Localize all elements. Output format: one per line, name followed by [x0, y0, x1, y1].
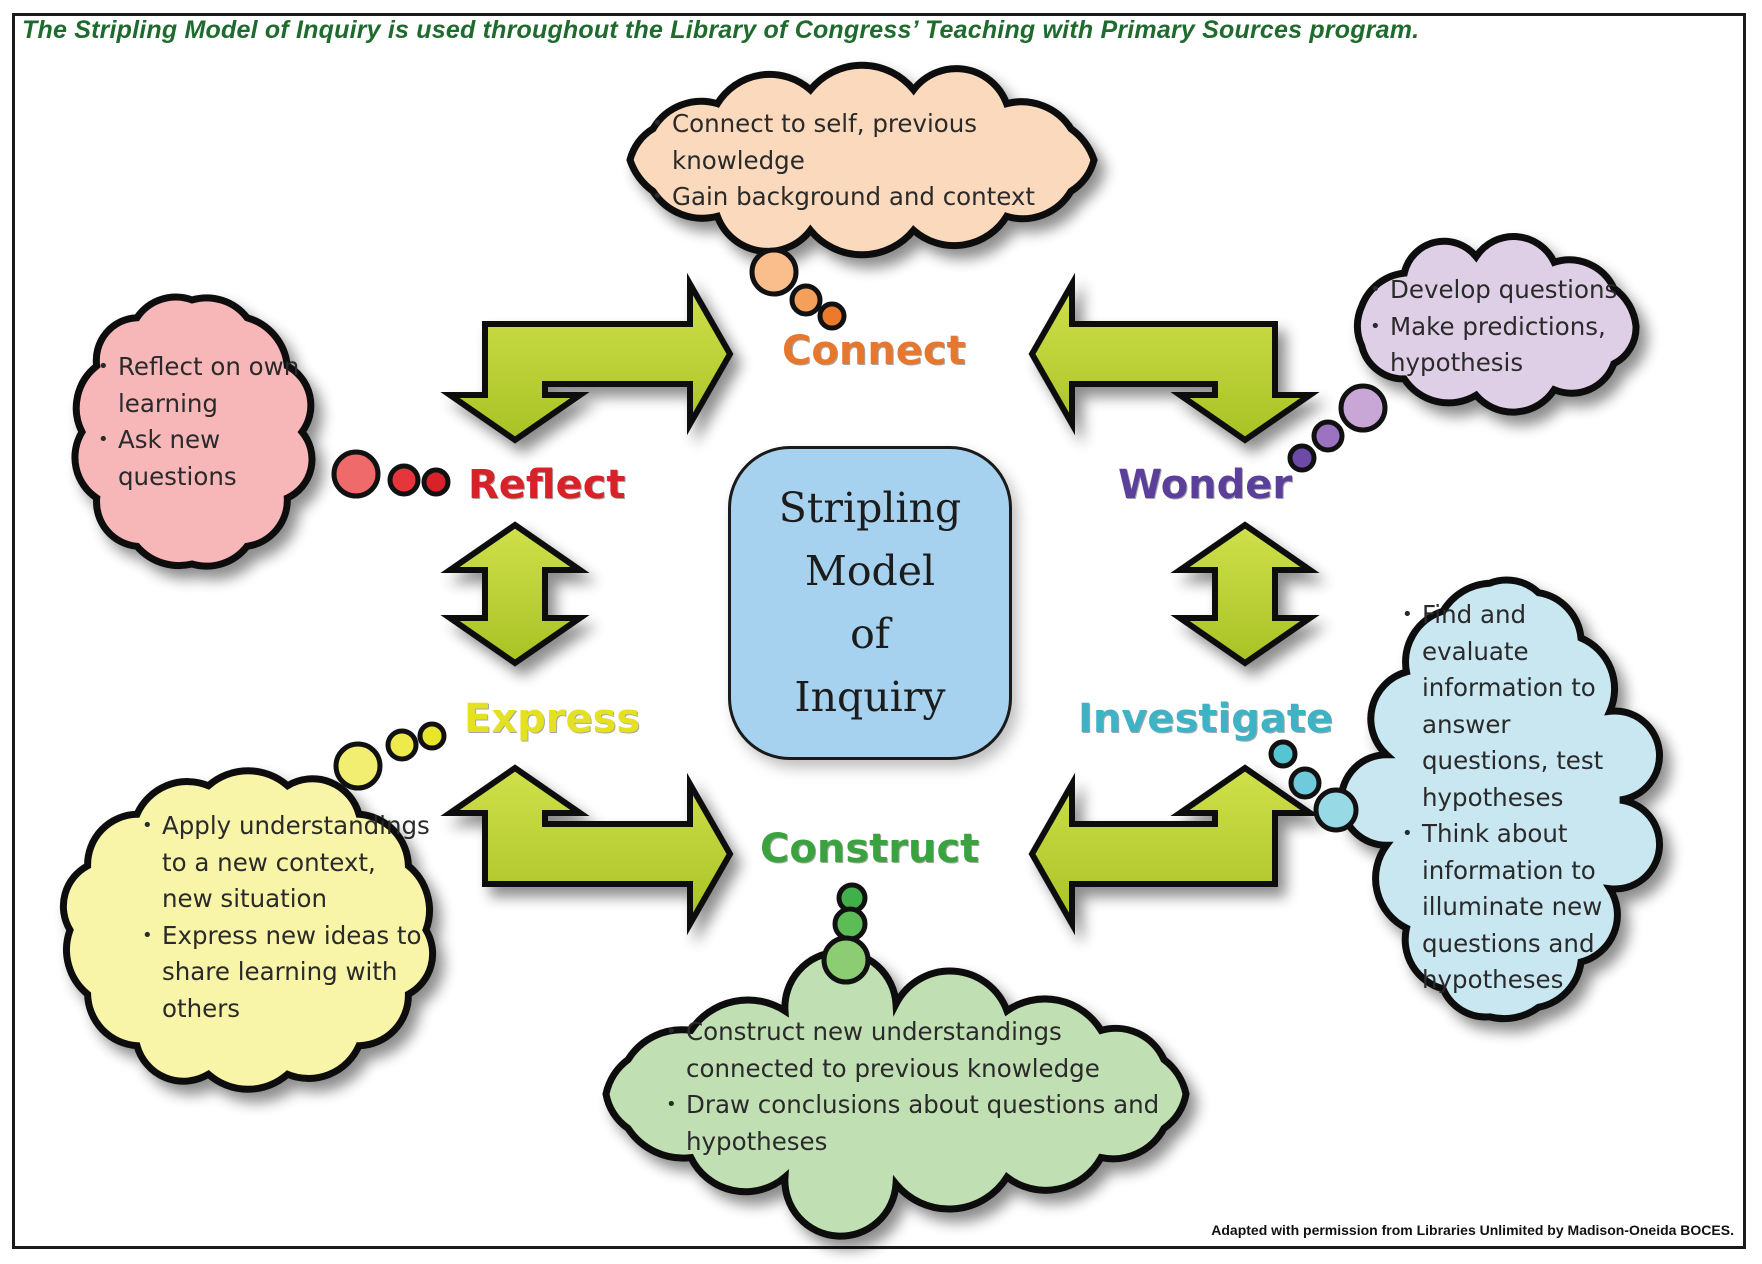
- investigate-cloud-text: Find and evaluate information to answer …: [1400, 597, 1610, 999]
- investigate-thought-bubble: [1313, 787, 1359, 833]
- center-title-line: Inquiry: [794, 673, 946, 721]
- stage-label-connect: Connect: [782, 328, 966, 374]
- express-bullet: Apply understandings to a new context, n…: [140, 808, 430, 918]
- footer-credit: Adapted with permission from Libraries U…: [1211, 1222, 1734, 1238]
- express-bullet: Express new ideas to share learning with…: [140, 918, 430, 1028]
- express-cloud-text: Apply understandings to a new context, n…: [140, 808, 430, 1027]
- arrow-investigate-to-construct-icon: [1028, 764, 1320, 936]
- stage-label-express: Express: [464, 696, 641, 742]
- center-title-box: Stripling Model of Inquiry: [728, 446, 1012, 760]
- wonder-thought-bubble: [1338, 383, 1388, 433]
- stage-label-investigate: Investigate: [1078, 696, 1334, 742]
- connect-cloud-text: Connect to self, previous knowledge Gain…: [650, 106, 1070, 216]
- arrow-express-to-construct-icon: [440, 764, 734, 936]
- connect-bullet: Connect to self, previous knowledge: [650, 106, 1070, 179]
- header-title: The Stripling Model of Inquiry is used t…: [22, 16, 1420, 44]
- reflect-bullet: Ask new questions: [96, 422, 321, 495]
- arrow-reflect-to-connect-icon: [440, 272, 734, 444]
- investigate-thought-bubble: [1288, 766, 1322, 800]
- construct-thought-bubble: [832, 906, 868, 942]
- connect-thought-bubble: [817, 301, 847, 331]
- wonder-bullet: Make predictions, hypothesis: [1368, 309, 1628, 382]
- center-title-line: Stripling: [778, 484, 962, 532]
- construct-bullet: Draw conclusions about questions and hyp…: [664, 1087, 1184, 1160]
- express-thought-bubble: [417, 721, 447, 751]
- construct-thought-bubble: [821, 935, 871, 985]
- construct-cloud-text: Construct new understandings connected t…: [664, 1014, 1184, 1160]
- express-thought-bubble: [385, 728, 419, 762]
- investigate-bullet: Find and evaluate information to answer …: [1400, 597, 1610, 816]
- wonder-bullet: Develop questions: [1368, 272, 1628, 309]
- investigate-bullet: Think about information to illuminate ne…: [1400, 816, 1610, 999]
- wonder-thought-bubble: [1287, 443, 1317, 473]
- center-title-line: of: [850, 610, 890, 658]
- express-thought-bubble: [333, 741, 383, 791]
- stage-label-wonder: Wonder: [1118, 462, 1293, 508]
- connect-thought-bubble: [789, 283, 823, 317]
- reflect-thought-bubble: [421, 467, 451, 497]
- arrow-reflect-express-icon: [440, 521, 590, 667]
- investigate-thought-bubble: [1268, 739, 1298, 769]
- center-title-line: Model: [804, 547, 936, 595]
- reflect-bullet: Reflect on own learning: [96, 349, 321, 422]
- construct-bullet: Construct new understandings connected t…: [664, 1014, 1184, 1087]
- reflect-cloud-text: Reflect on own learning Ask new question…: [96, 349, 321, 495]
- stage-label-reflect: Reflect: [468, 462, 626, 508]
- wonder-cloud-text: Develop questions Make predictions, hypo…: [1368, 272, 1628, 382]
- arrow-wonder-investigate-icon: [1170, 521, 1320, 667]
- reflect-thought-bubble: [331, 449, 381, 499]
- arrow-wonder-to-connect-icon: [1028, 272, 1320, 444]
- connect-thought-bubble: [749, 247, 799, 297]
- stage-label-construct: Construct: [760, 826, 980, 872]
- reflect-thought-bubble: [387, 463, 421, 497]
- wonder-thought-bubble: [1311, 419, 1345, 453]
- connect-bullet: Gain background and context: [650, 179, 1070, 216]
